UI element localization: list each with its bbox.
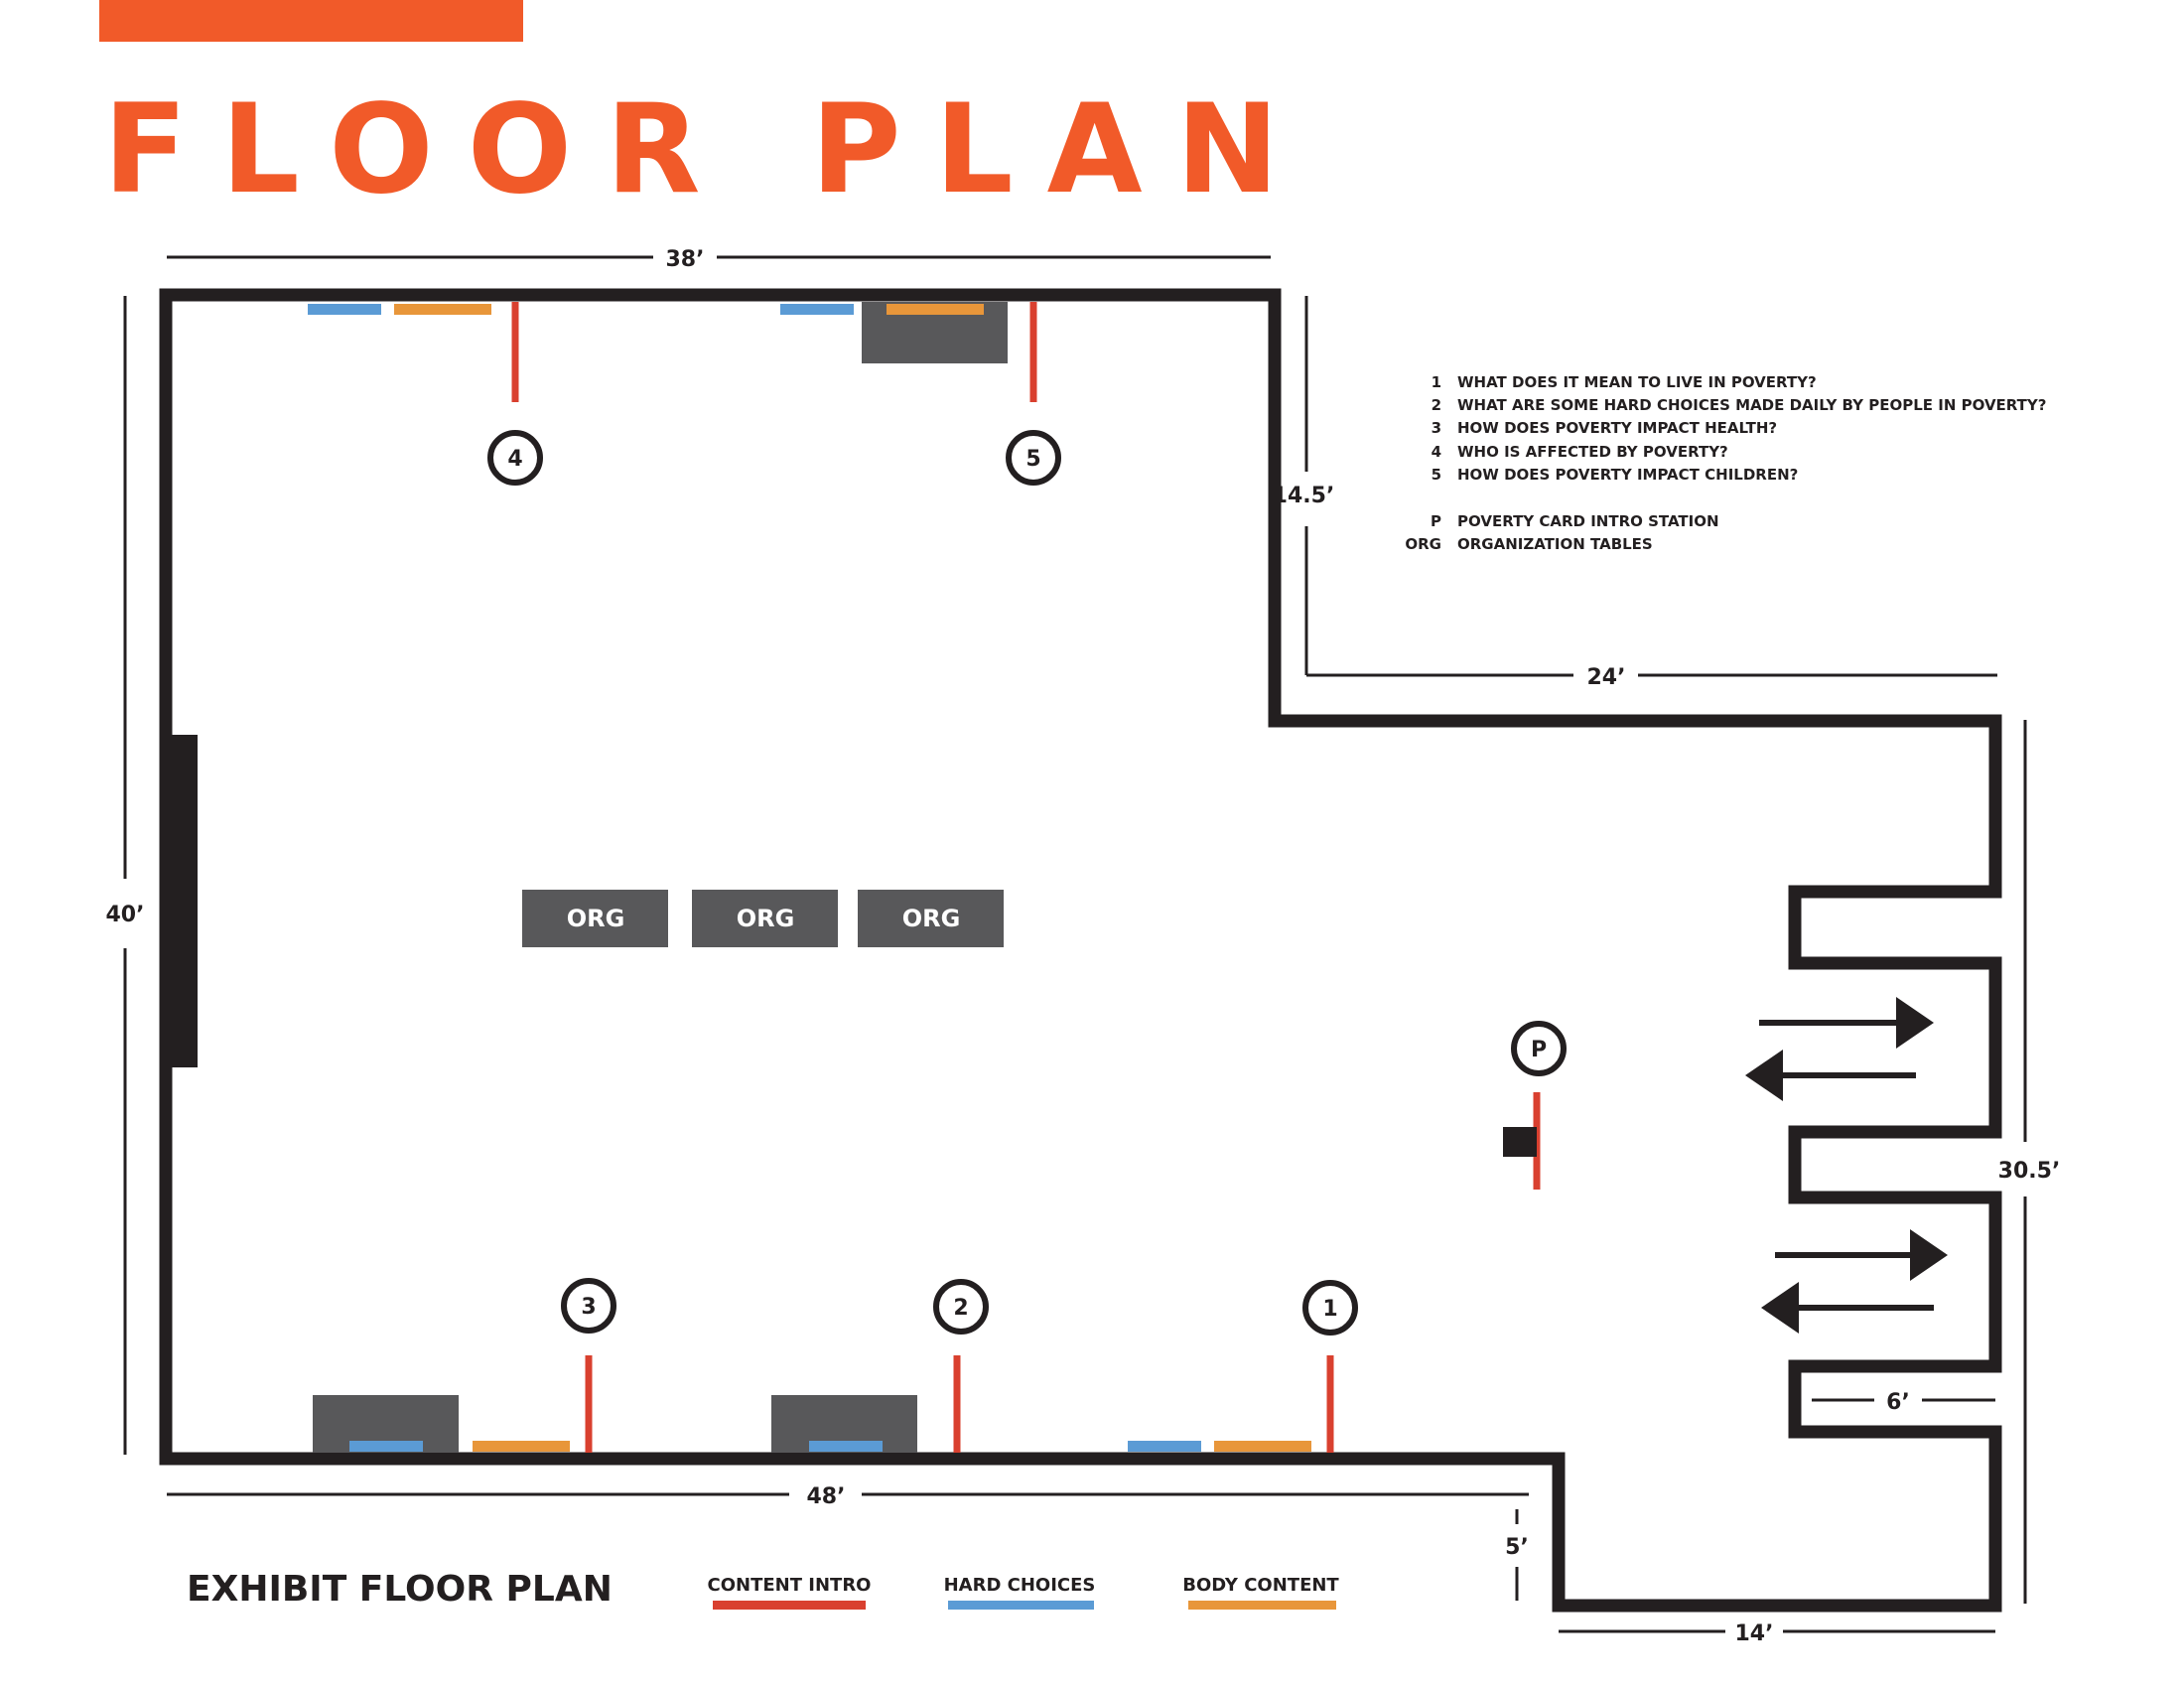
key-code: 4 bbox=[1432, 443, 1441, 461]
flow-arrow-left-icon bbox=[1745, 1050, 1916, 1101]
station-marker-3: 3 bbox=[561, 1278, 616, 1334]
header-accent-bar bbox=[99, 0, 523, 42]
station-marker-5: 5 bbox=[1006, 430, 1061, 486]
key-text: HOW DOES POVERTY IMPACT HEALTH? bbox=[1457, 419, 1777, 437]
legend-swatch bbox=[713, 1601, 866, 1610]
key-code: 5 bbox=[1432, 466, 1441, 484]
dimension-lines bbox=[123, 255, 2027, 1633]
page-title: FLOOR PLAN bbox=[103, 78, 1312, 221]
station-marker-4: 4 bbox=[487, 430, 543, 486]
org-table: ORG bbox=[858, 890, 1004, 947]
body-content-panel bbox=[394, 304, 491, 315]
entry-door-block bbox=[160, 735, 198, 1067]
dimension-notch-height: 14.5’ bbox=[1273, 484, 1335, 508]
legend-item-content-intro: CONTENT INTRO bbox=[708, 1575, 872, 1610]
station-marker-p: P bbox=[1511, 1021, 1567, 1076]
flow-arrow-right-icon bbox=[1759, 997, 1934, 1049]
dimension-top: 38’ bbox=[666, 247, 705, 272]
key-text: WHAT DOES IT MEAN TO LIVE IN POVERTY? bbox=[1457, 373, 1817, 391]
flow-arrow-left-icon bbox=[1761, 1282, 1934, 1334]
dimension-left: 40’ bbox=[106, 903, 145, 927]
station-label: 5 bbox=[1025, 447, 1040, 472]
legend-item-body-content: BODY CONTENT bbox=[1182, 1575, 1339, 1610]
body-content-panel bbox=[473, 1441, 570, 1452]
legend-swatch bbox=[1188, 1601, 1336, 1610]
key-code: P bbox=[1431, 512, 1441, 530]
legend-label: BODY CONTENT bbox=[1182, 1575, 1339, 1596]
key-code: 2 bbox=[1432, 396, 1441, 414]
org-table-label: ORG bbox=[567, 905, 625, 932]
hard-choices-panel bbox=[780, 304, 854, 315]
station-label: 3 bbox=[581, 1295, 596, 1320]
legend-label: CONTENT INTRO bbox=[708, 1575, 872, 1596]
org-table-label: ORG bbox=[902, 905, 961, 932]
station-label: 4 bbox=[507, 447, 522, 472]
key-text: WHAT ARE SOME HARD CHOICES MADE DAILY BY… bbox=[1457, 396, 2046, 414]
station-label: 2 bbox=[953, 1296, 968, 1321]
org-table-label: ORG bbox=[737, 905, 795, 932]
legend-label: HARD CHOICES bbox=[944, 1575, 1096, 1596]
key-code: ORG bbox=[1405, 535, 1441, 553]
legend-swatch bbox=[948, 1601, 1094, 1610]
dimension-bottom: 48’ bbox=[807, 1484, 846, 1509]
key-code: 1 bbox=[1432, 373, 1441, 391]
body-content-panel bbox=[1214, 1441, 1311, 1452]
key-text: HOW DOES POVERTY IMPACT CHILDREN? bbox=[1457, 466, 1798, 484]
dimension-notch-width: 24’ bbox=[1587, 665, 1626, 690]
org-table: ORG bbox=[522, 890, 668, 947]
dimension-corridor: 6’ bbox=[1886, 1390, 1910, 1415]
org-table: ORG bbox=[692, 890, 838, 947]
legend-title: EXHIBIT FLOOR PLAN bbox=[187, 1569, 613, 1610]
station-label: P bbox=[1531, 1038, 1547, 1062]
hard-choices-panel bbox=[349, 1441, 423, 1452]
hard-choices-panel bbox=[809, 1441, 883, 1452]
key-text: POVERTY CARD INTRO STATION bbox=[1457, 512, 1719, 530]
flow-arrow-right-icon bbox=[1775, 1229, 1948, 1281]
legend-item-hard-choices: HARD CHOICES bbox=[944, 1575, 1096, 1610]
key-code: 3 bbox=[1432, 419, 1441, 437]
key-text: WHO IS AFFECTED BY POVERTY? bbox=[1457, 443, 1728, 461]
hard-choices-panel bbox=[308, 304, 381, 315]
station-key: 1 WHAT DOES IT MEAN TO LIVE IN POVERTY? … bbox=[1405, 373, 2046, 553]
dimension-step: 5’ bbox=[1505, 1535, 1529, 1560]
station-marker-1: 1 bbox=[1302, 1280, 1358, 1336]
body-content-panel bbox=[887, 304, 984, 315]
hard-choices-panel bbox=[1128, 1441, 1201, 1452]
dimension-lower-right: 14’ bbox=[1735, 1621, 1774, 1646]
dimension-right: 30.5’ bbox=[1998, 1159, 2061, 1184]
key-text: ORGANIZATION TABLES bbox=[1457, 535, 1653, 553]
station-label: 1 bbox=[1322, 1297, 1337, 1322]
poverty-card-stand bbox=[1503, 1127, 1537, 1157]
station-marker-2: 2 bbox=[933, 1279, 989, 1335]
exterior-wall bbox=[159, 288, 2002, 1613]
